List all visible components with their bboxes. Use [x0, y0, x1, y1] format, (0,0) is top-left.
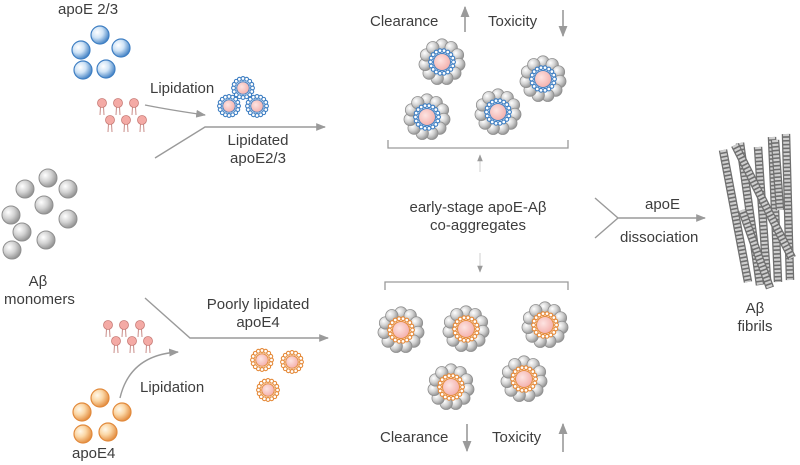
early-stage-coaggregates-label: early-stage apoE-Aβ co-aggregates: [388, 199, 568, 235]
lipidated-line2: apoE2/3: [230, 150, 286, 167]
fibrils-line2: fibrils: [737, 318, 773, 335]
co-aggregate: [500, 355, 548, 402]
lipidated-particle: [217, 94, 241, 118]
lipidation-top-label: Lipidation: [150, 80, 215, 97]
apoe4-sphere: [73, 424, 93, 444]
bracket-top: [387, 140, 569, 149]
abeta-monomer-sphere: [2, 240, 22, 260]
poorly-line2: apoE4: [236, 314, 280, 331]
bottom-pathway-arrow: [144, 297, 329, 342]
apoe23-sphere: [96, 59, 116, 79]
apoe4-label: apoE4: [72, 445, 116, 462]
apoe4-free-group: [72, 388, 132, 444]
co-aggregate: [418, 38, 466, 85]
abeta-monomer-sphere: [15, 179, 35, 199]
lipidated-apoe23-label: Lipidated apoE2/3: [222, 132, 294, 168]
co-aggregate: [403, 93, 451, 140]
lipid-molecule: [143, 336, 153, 354]
lipid-molecule: [97, 98, 107, 116]
lipid-molecule: [129, 98, 139, 116]
apoe-dissociation-label-2: dissociation: [620, 229, 699, 246]
apoe23-sphere: [111, 38, 131, 58]
bracket-bottom: [384, 281, 569, 290]
abeta-monomer-sphere: [36, 230, 56, 250]
co-aggregate: [442, 305, 490, 352]
fibril: [731, 143, 796, 260]
apoe23-sphere: [71, 40, 91, 60]
lipidated-line1: Lipidated: [227, 132, 289, 149]
lipid-molecule: [135, 320, 145, 338]
co-aggregates-bottom: [377, 301, 569, 410]
co-aggregate: [474, 88, 522, 135]
abeta-monomer-sphere: [1, 205, 21, 225]
apoe4-sphere: [90, 388, 110, 408]
apoe-dissociation-label-1: apoE: [645, 196, 681, 213]
lipidation-arrow-bottom: [119, 348, 179, 399]
co-aggregate: [519, 55, 567, 102]
fibrils-line1: Aβ: [745, 300, 765, 317]
co-aggregate: [521, 301, 569, 348]
lipidated-particle: [250, 348, 274, 372]
clearance-bottom-label: Clearance: [380, 429, 449, 446]
apoe4-sphere: [112, 402, 132, 422]
co-aggregate: [377, 306, 425, 353]
lipid-molecule: [105, 115, 115, 133]
apoe23-label: apoE 2/3: [58, 1, 119, 18]
fibril: [770, 139, 785, 211]
poorly-line1: Poorly lipidated: [206, 296, 310, 313]
co-aggregates-top: [403, 38, 567, 140]
lipid-molecule: [127, 336, 137, 354]
abeta-monomer-sphere: [38, 168, 58, 188]
lipidated-particle: [280, 350, 304, 374]
abeta-monomer-sphere: [58, 179, 78, 199]
abeta-monomer-sphere: [58, 209, 78, 229]
lipidated-particle: [245, 94, 269, 118]
lipidated-apoe23-particles: [217, 76, 269, 118]
lipid-molecule: [103, 320, 113, 338]
fibril: [718, 149, 753, 283]
lipid-molecules-top: [97, 98, 147, 133]
poorly-lipidated-apoe4-label: Poorly lipidated apoE4: [188, 296, 328, 332]
abeta-line1: Aβ: [28, 273, 48, 290]
co-aggregate: [427, 363, 475, 410]
lipidation-bottom-label: Lipidation: [140, 379, 205, 396]
apoe23-free-group: [71, 25, 131, 80]
lipid-molecule: [137, 115, 147, 133]
lipid-molecule: [113, 98, 123, 116]
abeta-monomers-label: Aβ monomers: [4, 273, 75, 309]
clearance-top-label: Clearance: [370, 13, 439, 30]
abeta-monomer-sphere: [12, 222, 32, 242]
apoe4-sphere: [72, 402, 92, 422]
fibril: [753, 146, 772, 281]
early-line2: co-aggregates: [430, 217, 526, 234]
abeta-fibrils-label: Aβ fibrils: [720, 300, 790, 336]
apoe4-sphere: [98, 422, 118, 442]
abeta-monomer-sphere: [34, 195, 54, 215]
dissociation-arrow: [594, 197, 705, 239]
early-line1: early-stage apoE-Aβ: [409, 199, 547, 216]
toxicity-bottom-label: Toxicity: [492, 429, 542, 446]
fibril: [737, 208, 775, 290]
apoe23-sphere: [73, 60, 93, 80]
poorly-lipidated-apoe4-particles: [250, 348, 304, 402]
lipid-molecule: [111, 336, 121, 354]
apoe23-sphere: [90, 25, 110, 45]
lipid-molecules-bottom: [103, 320, 153, 354]
lipidated-particle: [231, 76, 255, 100]
lipidation-arrow-top: [144, 104, 206, 118]
abeta-monomers-group: [1, 168, 78, 260]
lipidated-particle: [256, 378, 280, 402]
abeta-line2: monomers: [4, 291, 75, 308]
abeta-fibrils: [718, 133, 796, 290]
lipid-molecule: [119, 320, 129, 338]
lipid-molecule: [121, 115, 131, 133]
top-pathway-arrow: [154, 123, 326, 159]
toxicity-top-label: Toxicity: [488, 13, 538, 30]
